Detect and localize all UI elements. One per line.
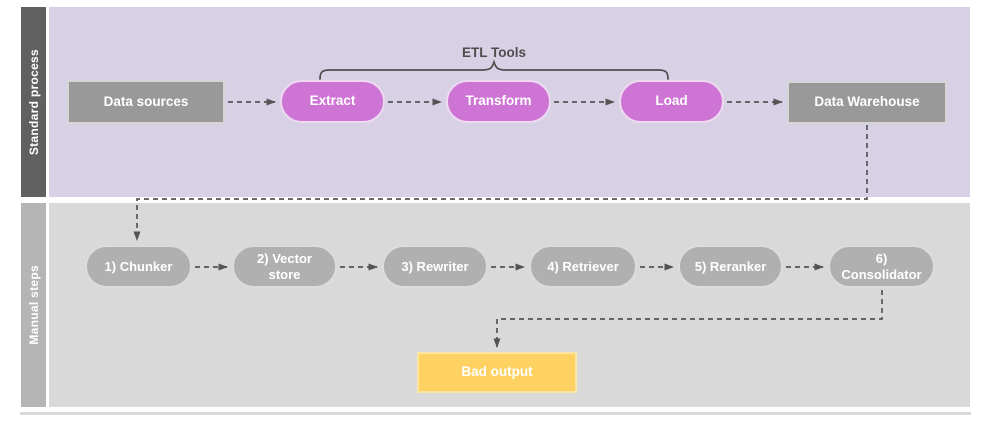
node-consolidator: 6) Consolidator (828, 245, 935, 288)
lane-label-manual-steps: Manual steps (26, 265, 41, 345)
node-load: Load (619, 80, 724, 123)
node-rewriter-label: 3) Rewriter (401, 258, 469, 274)
bottom-divider-line (20, 412, 971, 415)
node-vector-store: 2) Vector store (232, 245, 337, 288)
node-bad-output: Bad output (417, 352, 577, 393)
node-data-sources: Data sources (67, 80, 225, 124)
node-chunker-label: 1) Chunker (104, 258, 173, 274)
node-bad-output-label: Bad output (461, 364, 533, 380)
node-extract: Extract (280, 80, 385, 123)
lane-header-standard-process: Standard process (21, 7, 46, 197)
node-retriever-label: 4) Retriever (547, 258, 619, 274)
node-transform-label: Transform (465, 93, 532, 109)
node-data-sources-label: Data sources (103, 93, 189, 109)
node-vector-store-label: 2) Vector store (257, 250, 312, 282)
node-load-label: Load (655, 93, 688, 109)
etl-tools-annotation: ETL Tools (462, 45, 526, 60)
node-reranker-label: 5) Reranker (694, 258, 767, 274)
node-extract-label: Extract (309, 93, 356, 109)
node-rewriter: 3) Rewriter (382, 245, 488, 288)
node-transform: Transform (446, 80, 551, 123)
node-consolidator-label: 6) Consolidator (841, 250, 922, 282)
node-data-warehouse: Data Warehouse (787, 81, 947, 124)
lane-label-standard-process: Standard process (26, 48, 41, 156)
node-chunker: 1) Chunker (85, 245, 192, 288)
lane-header-manual-steps: Manual steps (21, 203, 46, 407)
node-retriever: 4) Retriever (529, 245, 637, 288)
node-reranker: 5) Reranker (678, 245, 783, 288)
node-data-warehouse-label: Data Warehouse (814, 94, 920, 110)
